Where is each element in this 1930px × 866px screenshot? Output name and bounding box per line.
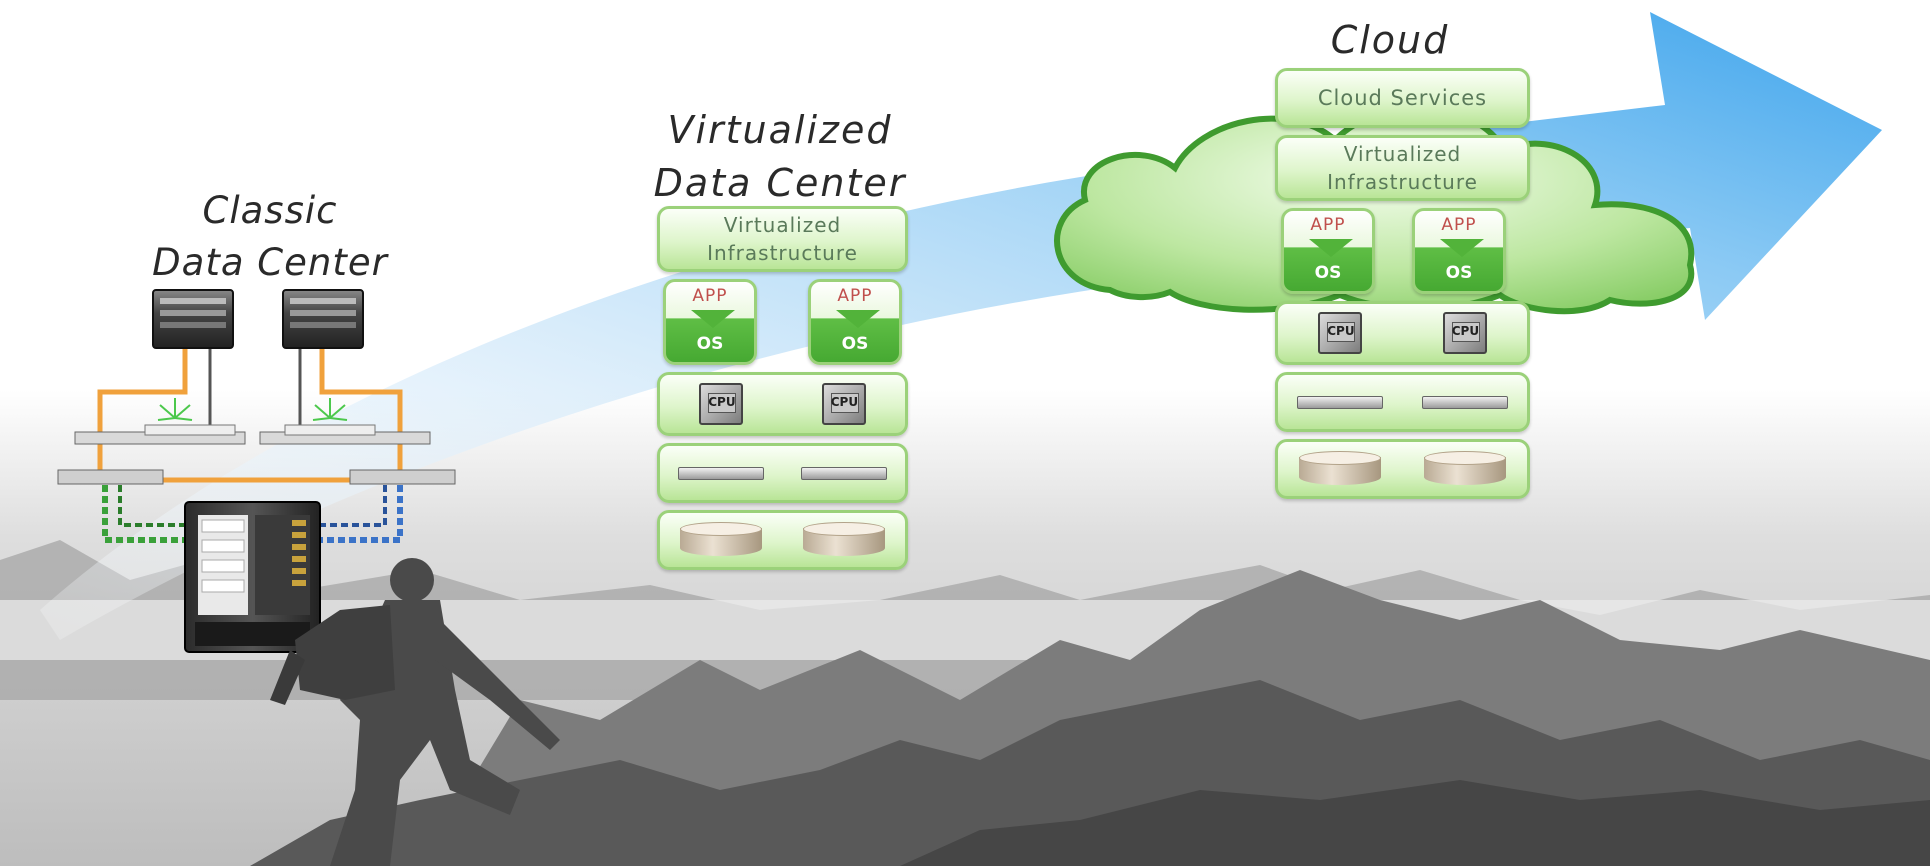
heading-line: Classic xyxy=(202,189,338,232)
disk-icon xyxy=(680,522,763,558)
cloud-stack: Cloud Services Virtualized Infrastructur… xyxy=(1275,68,1530,499)
cpu-label: CPU xyxy=(1451,324,1480,338)
green-cable xyxy=(102,485,200,543)
app-label: APP xyxy=(1310,215,1346,235)
os-label: OS xyxy=(696,334,724,354)
hiker-silhouette xyxy=(270,558,560,866)
orange-cable xyxy=(319,345,403,470)
down-arrow-icon xyxy=(1309,239,1353,257)
network-switch-icon xyxy=(800,466,887,480)
down-arrow-icon xyxy=(836,310,880,328)
classic-data-center-hardware xyxy=(57,289,456,653)
virtualized-infrastructure-box: Virtualized Infrastructure xyxy=(657,206,908,272)
virtualized-stack: Virtualized Infrastructure APP OS APP OS… xyxy=(657,206,908,570)
network-switch-icon xyxy=(678,466,765,480)
cpu-layer: CPU CPU xyxy=(1275,301,1530,365)
cpu-icon: CPU xyxy=(1318,312,1363,354)
disk-icon xyxy=(1299,451,1382,487)
cpu-icon: CPU xyxy=(821,383,866,425)
app-os-block: APP OS xyxy=(808,279,902,365)
blue-cable xyxy=(320,485,403,543)
app-label: APP xyxy=(692,286,728,306)
os-label: OS xyxy=(1445,263,1473,283)
network-switch-icon xyxy=(74,398,246,445)
storage-array-icon xyxy=(282,289,364,349)
down-arrow-icon xyxy=(1440,239,1484,257)
network-switch-icon xyxy=(1297,395,1384,409)
cpu-layer: CPU CPU xyxy=(657,372,908,436)
app-label: APP xyxy=(837,286,873,306)
orange-cable xyxy=(97,345,188,470)
cloud-icon xyxy=(1054,104,1695,315)
down-arrow-icon xyxy=(691,310,735,328)
cpu-label: CPU xyxy=(1327,324,1355,338)
green-cable xyxy=(118,485,200,527)
disk-icon xyxy=(802,522,885,558)
cloud-services-box: Cloud Services xyxy=(1275,68,1530,128)
vm-row: APP OS APP OS xyxy=(657,279,908,365)
classic-data-center-heading: Classic Data Center xyxy=(120,185,420,289)
virtualized-data-center-heading: Virtualized Data Center xyxy=(630,104,930,210)
network-switch-icon xyxy=(349,469,456,485)
network-layer xyxy=(1275,372,1530,432)
os-label: OS xyxy=(841,334,869,354)
network-switch-icon xyxy=(57,469,164,485)
heading-line: Virtualized xyxy=(667,108,893,152)
storage-layer xyxy=(657,510,908,570)
cloud-heading: Cloud xyxy=(1330,18,1450,62)
vm-row: APP OS APP OS xyxy=(1275,208,1530,294)
cpu-icon: CPU xyxy=(699,383,744,425)
heading-line: Data Center xyxy=(152,241,388,284)
foreground-rocks xyxy=(900,780,1930,866)
heading-line: Data Center xyxy=(653,161,907,205)
app-os-block: APP OS xyxy=(1281,208,1375,294)
cpu-icon: CPU xyxy=(1442,312,1487,354)
cpu-label: CPU xyxy=(830,395,859,409)
virtualized-infrastructure-box: Virtualized Infrastructure xyxy=(1275,135,1530,201)
blade-server-rack-icon xyxy=(184,501,321,653)
network-layer xyxy=(657,443,908,503)
disk-icon xyxy=(1423,451,1506,487)
app-os-block: APP OS xyxy=(663,279,757,365)
cpu-label: CPU xyxy=(708,395,736,409)
network-switch-icon xyxy=(259,398,431,445)
os-label: OS xyxy=(1314,263,1342,283)
network-switch-icon xyxy=(1421,395,1508,409)
storage-layer xyxy=(1275,439,1530,499)
blue-cable xyxy=(320,485,387,527)
app-label: APP xyxy=(1441,215,1477,235)
app-os-block: APP OS xyxy=(1412,208,1506,294)
storage-array-icon xyxy=(152,289,234,349)
